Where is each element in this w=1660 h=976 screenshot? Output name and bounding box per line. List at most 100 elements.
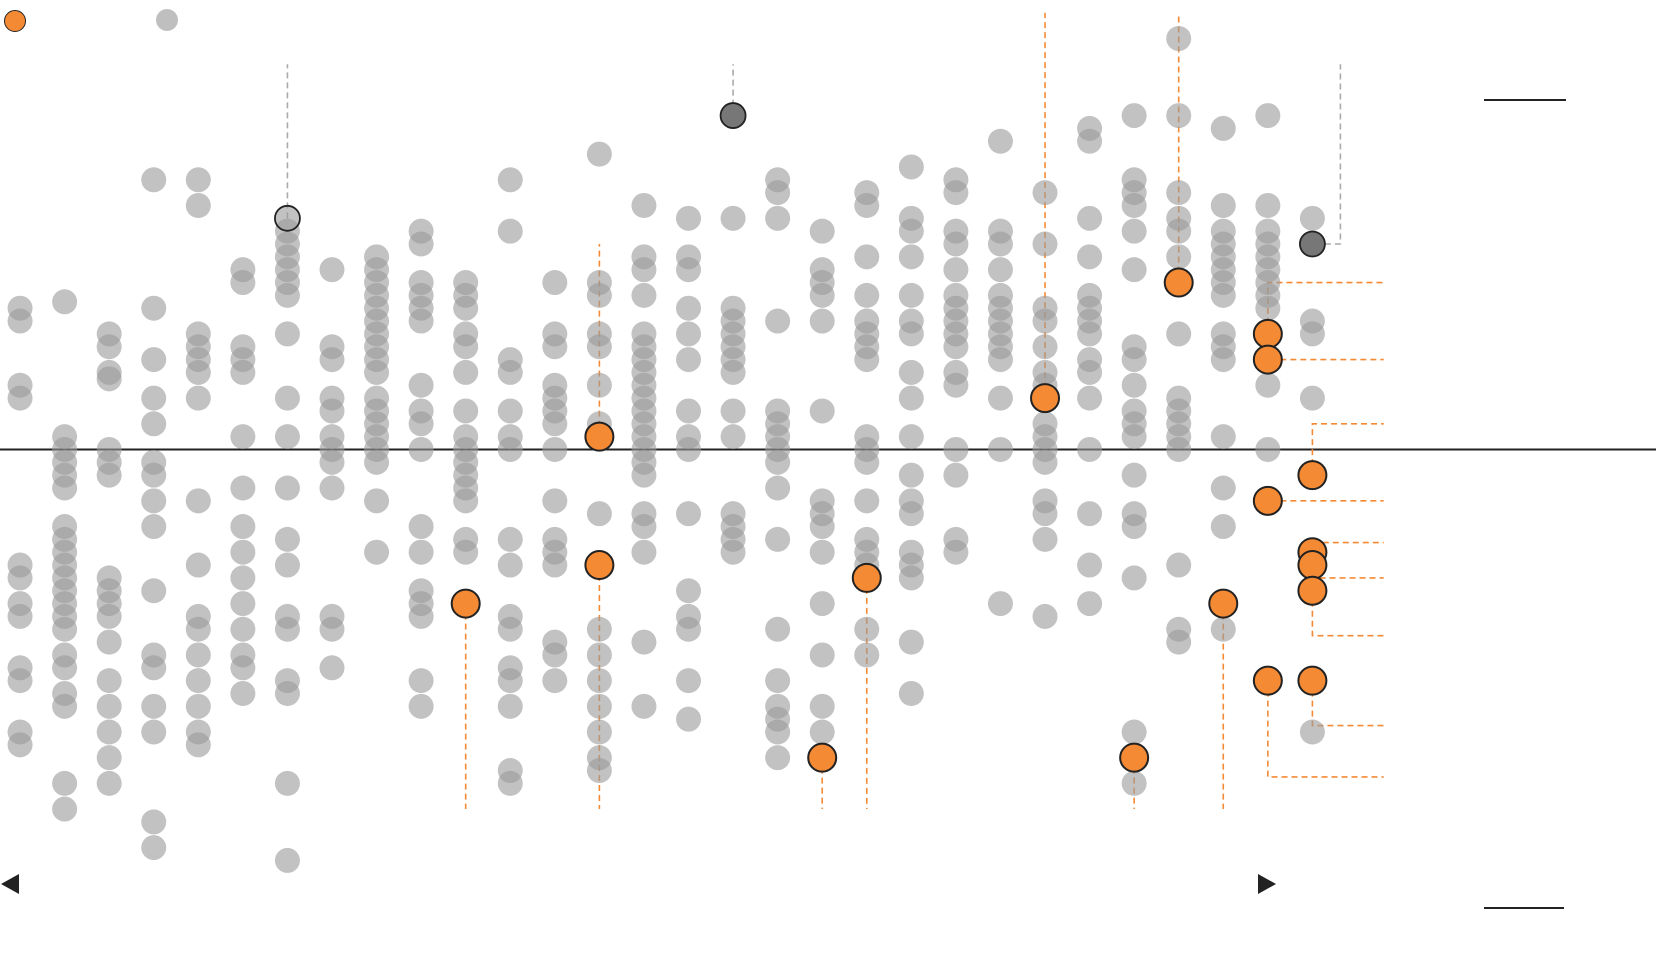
annotated-dot-1 (719, 102, 747, 129)
dot-25-0 (1121, 103, 1147, 129)
dot-14-19 (631, 629, 657, 655)
dot-25-7 (1121, 347, 1147, 373)
dot-2-13 (96, 693, 122, 719)
highlight-dot-5 (1030, 383, 1061, 414)
dot-2-15 (96, 745, 122, 771)
dot-24-3 (1077, 244, 1103, 270)
dot-10-4 (453, 334, 479, 360)
dot-18-11 (809, 642, 835, 668)
dot-18-12 (809, 693, 835, 719)
dot-15-4 (676, 321, 702, 347)
dot-16-6 (720, 359, 746, 385)
highlight-dot-17 (1297, 665, 1328, 696)
dot-9-10 (408, 514, 434, 540)
leader-line-2 (1324, 64, 1342, 245)
dot-20-6 (898, 321, 924, 347)
dot-9-11 (408, 539, 434, 565)
dot-5-6 (230, 475, 256, 501)
dot-26-5 (1166, 244, 1192, 270)
dot-17-3 (765, 308, 791, 334)
dot-24-10 (1077, 385, 1103, 411)
dot-10-12 (453, 488, 479, 514)
dot-22-11 (987, 436, 1013, 462)
dot-4-15 (185, 732, 211, 758)
dot-29-2 (1299, 321, 1325, 347)
dot-1-14 (52, 616, 78, 642)
dot-3-11 (141, 655, 167, 681)
dot-28-10 (1255, 436, 1281, 462)
dot-18-5 (809, 398, 835, 424)
triangle-left-icon[interactable] (1, 874, 19, 894)
dot-9-6 (408, 372, 434, 398)
dot-8-17 (364, 539, 390, 565)
dot-23-1 (1032, 231, 1058, 257)
dot-28-9 (1255, 372, 1281, 398)
dot-1-20 (52, 796, 78, 822)
highlight-dot-15 (1297, 550, 1328, 581)
dot-12-13 (542, 642, 568, 668)
annotated-dot-2 (1299, 230, 1326, 258)
highlight-dot-9 (1252, 318, 1283, 349)
highlight-dot-2 (584, 550, 615, 581)
dot-2-12 (96, 668, 122, 694)
dot-25-15 (1121, 565, 1147, 591)
dot-7-7 (319, 449, 345, 475)
dot-11-15 (497, 770, 523, 796)
dot-19-17 (854, 642, 880, 668)
leader-line-16 (1311, 422, 1384, 476)
dot-21-15 (943, 539, 969, 565)
dot-7-2 (319, 347, 345, 373)
dot-1-16 (52, 655, 78, 681)
dot-29-4 (1299, 719, 1325, 745)
dot-25-12 (1121, 462, 1147, 488)
dot-15-13 (676, 668, 702, 694)
dot-27-0 (1210, 115, 1236, 141)
dot-16-12 (720, 539, 746, 565)
dot-20-4 (898, 282, 924, 308)
dot-28-8 (1255, 295, 1281, 321)
dot-9-9 (408, 436, 434, 462)
dot-22-3 (987, 257, 1013, 283)
dot-3-12 (141, 693, 167, 719)
leader-line-12 (1267, 281, 1384, 334)
dot-15-3 (676, 295, 702, 321)
dot-13-13 (586, 693, 612, 719)
dot-2-10 (96, 603, 122, 629)
dot-15-5 (676, 347, 702, 373)
dot-25-16 (1121, 719, 1147, 745)
dot-5-4 (230, 359, 256, 385)
dot-5-10 (230, 591, 256, 617)
dot-23-11 (1032, 449, 1058, 475)
dot-7-11 (319, 655, 345, 681)
dot-22-0 (987, 128, 1013, 154)
dot-17-9 (765, 475, 791, 501)
dot-11-1 (497, 218, 523, 244)
dot-17-10 (765, 526, 791, 552)
dot-2-1 (96, 334, 122, 360)
dot-14-17 (631, 514, 657, 540)
dot-24-11 (1077, 436, 1103, 462)
dot-19-3 (854, 282, 880, 308)
bottom-right-rule (1484, 907, 1564, 909)
dot-6-12 (274, 552, 300, 578)
dot-28-1 (1255, 192, 1281, 218)
triangle-right-icon[interactable] (1258, 874, 1276, 894)
dot-15-14 (676, 706, 702, 732)
dot-23-15 (1032, 603, 1058, 629)
dot-9-15 (408, 668, 434, 694)
dot-7-10 (319, 616, 345, 642)
annotated-dot-0 (274, 204, 301, 232)
dot-16-7 (720, 398, 746, 424)
highlight-dot-8 (1208, 588, 1239, 619)
dot-29-0 (1299, 205, 1325, 231)
dot-1-18 (52, 693, 78, 719)
dot-5-11 (230, 616, 256, 642)
dot-3-7 (141, 488, 167, 514)
dot-13-2 (586, 282, 612, 308)
dot-23-14 (1032, 526, 1058, 552)
dot-24-2 (1077, 205, 1103, 231)
dot-4-10 (185, 616, 211, 642)
dot-13-0 (586, 141, 612, 167)
dot-17-1 (765, 180, 791, 206)
dot-2-14 (96, 719, 122, 745)
